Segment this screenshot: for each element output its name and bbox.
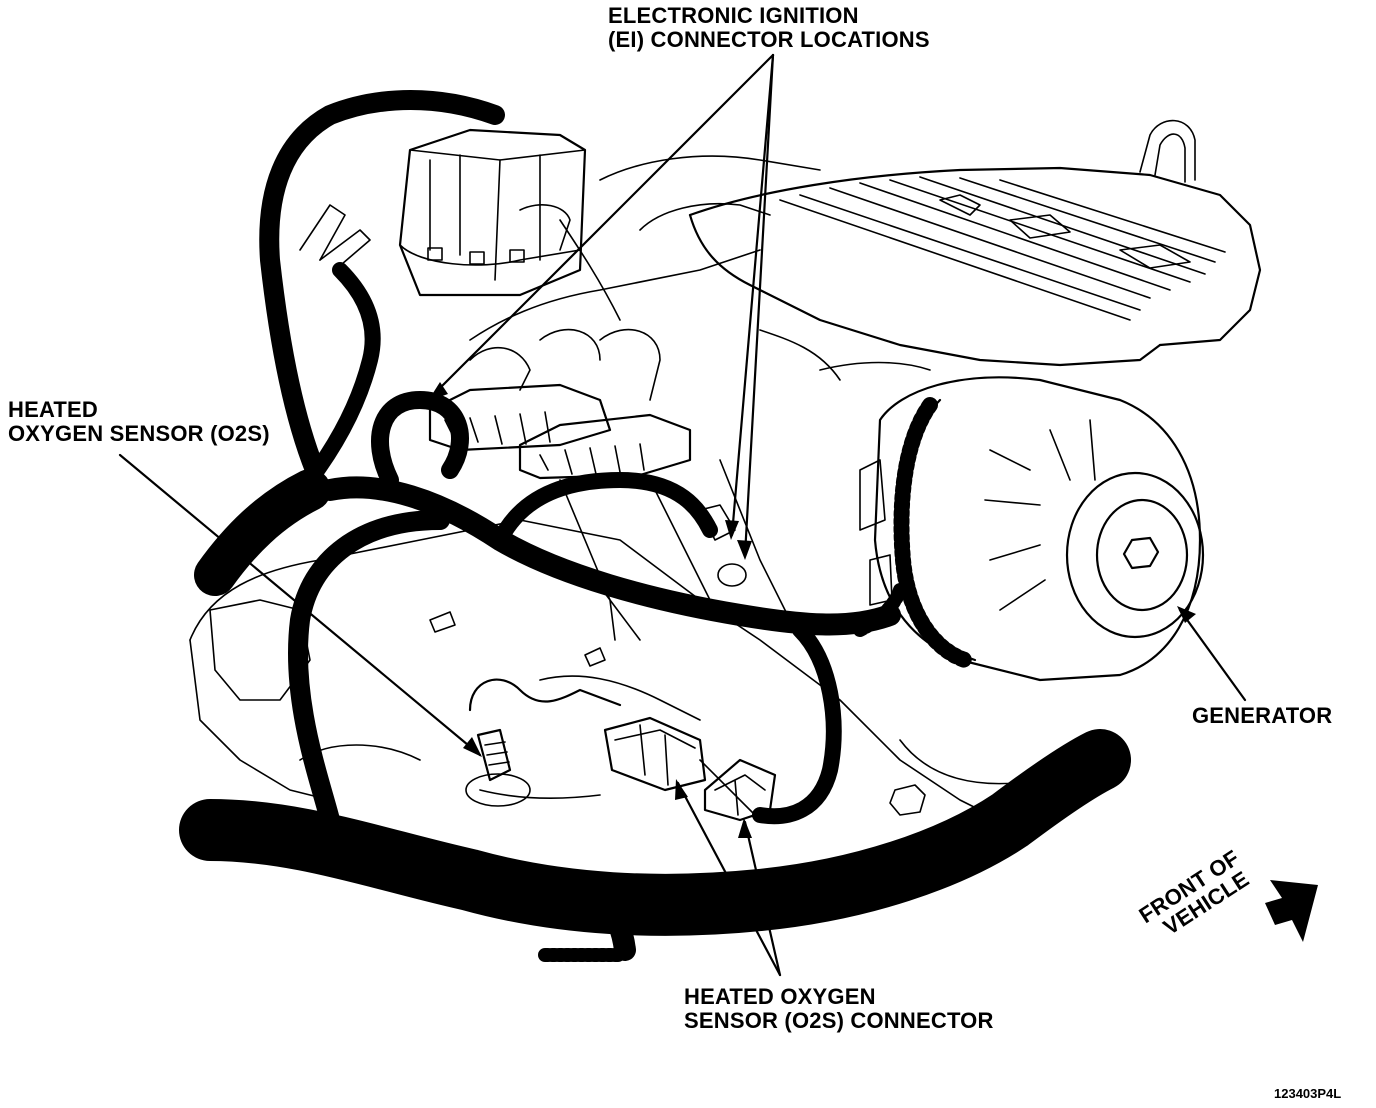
ei-label-line2: (EI) CONNECTOR LOCATIONS (608, 27, 930, 52)
front-of-vehicle-arrow-icon (1265, 880, 1318, 942)
arrowhead-generator (1177, 606, 1196, 623)
leader-lines (118, 53, 1247, 977)
ignition-coil-pack (398, 128, 587, 297)
generator (859, 376, 1205, 682)
generator-label: GENERATOR (1192, 703, 1333, 728)
ei-connectors (428, 328, 692, 480)
arrowhead-ei-right (737, 540, 752, 560)
o2-sensor (465, 678, 622, 807)
arrowhead-o2s (463, 737, 482, 757)
ei-label-line1: ELECTRONIC IGNITION (608, 3, 859, 28)
wiring-harness-middle (287, 471, 907, 830)
leader-connector-a (676, 781, 782, 977)
wiring-harness-upper (194, 90, 505, 596)
arrowhead-connector-b (738, 818, 752, 838)
leader-o2s (118, 453, 482, 757)
o2s-connector-label: HEATED OXYGEN SENSOR (O2S) CONNECTOR (684, 985, 994, 1033)
figure-id: 123403P4L (1274, 1086, 1342, 1101)
leader-ei-left (428, 53, 775, 400)
connector-label-line1: HEATED OXYGEN (684, 984, 876, 1009)
leader-connector-b (743, 820, 782, 977)
arrowhead-connector-a (675, 779, 688, 800)
intake-manifold (688, 119, 1262, 367)
ei-connector-label: ELECTRONIC IGNITION (EI) CONNECTOR LOCAT… (608, 4, 930, 52)
leader-generator (1178, 608, 1247, 702)
o2s-label-line1: HEATED (8, 397, 99, 422)
connector-label-line2: SENSOR (O2S) CONNECTOR (684, 1008, 994, 1033)
fasteners (429, 504, 926, 816)
o2s-label-line2: OXYGEN SENSOR (O2S) (8, 421, 270, 446)
arrowhead-ei-left (428, 382, 448, 401)
o2s-label: HEATED OXYGEN SENSOR (O2S) (8, 398, 270, 446)
o2s-connector (603, 716, 777, 822)
leader-ei-right (743, 53, 775, 557)
arrowhead-ei-middle (725, 520, 739, 540)
wiring-harness-lower (179, 729, 1131, 962)
leader-ei-middle (730, 53, 775, 537)
